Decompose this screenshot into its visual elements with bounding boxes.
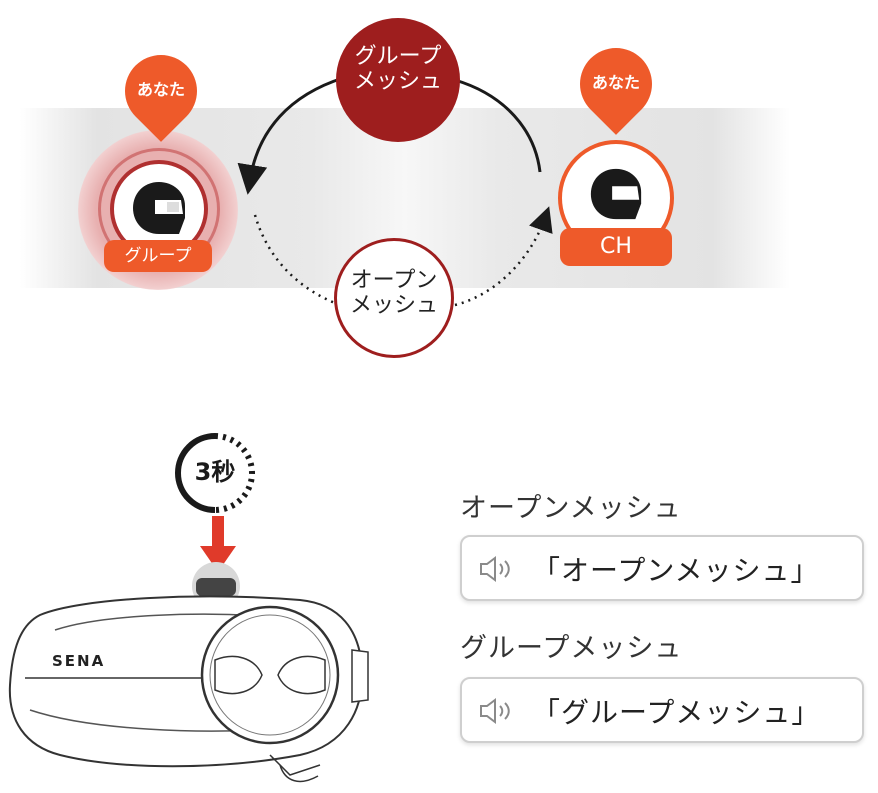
group-mesh-circle — [336, 18, 460, 142]
helmet-icon — [590, 168, 642, 220]
device-button — [196, 578, 236, 596]
timer-icon — [175, 433, 255, 513]
you-badge-right: あなた — [591, 73, 640, 92]
open-mesh-line2: メッシュ — [349, 293, 438, 319]
mode-cycle-arrows — [237, 76, 553, 307]
down-arrow-icon — [200, 516, 236, 572]
arrow-to-left — [237, 76, 344, 195]
open-mesh-label: オープン メッシュ — [334, 268, 454, 319]
open-mesh-line1: オープン — [350, 268, 438, 293]
open-mesh-heading: オープンメッシュ — [460, 493, 682, 524]
group-mesh-heading: グループメッシュ — [460, 633, 683, 664]
dotted-arrow-right — [454, 206, 553, 307]
group-mesh-prompt: 「グループメッシュ」 — [532, 696, 821, 729]
left-node-label: グループ — [104, 240, 212, 272]
group-mesh-line2: メッシュ — [353, 69, 442, 95]
jog-dial — [200, 605, 340, 745]
dotted-arc-left — [253, 214, 341, 307]
helmet-icon — [133, 182, 185, 234]
timer-label: 3秒 — [194, 458, 236, 486]
open-mesh-prompt: 「オープンメッシュ」 — [532, 554, 820, 587]
group-mesh-prompt-box: 「グループメッシュ」 — [460, 677, 864, 743]
sena-device — [8, 562, 369, 783]
you-badge-left: あなた — [136, 80, 185, 99]
speaker-icon — [480, 556, 510, 582]
right-node-label: CH — [560, 228, 672, 266]
group-mesh-line1: グループ — [354, 44, 442, 69]
open-mesh-prompt-box: 「オープンメッシュ」 — [460, 535, 864, 601]
open-mesh-circle — [334, 238, 454, 358]
group-mesh-label: グループ メッシュ — [336, 44, 460, 95]
speaker-icon — [480, 698, 510, 724]
device-brand: SENA — [52, 652, 106, 670]
arc-right-upper — [454, 78, 542, 173]
